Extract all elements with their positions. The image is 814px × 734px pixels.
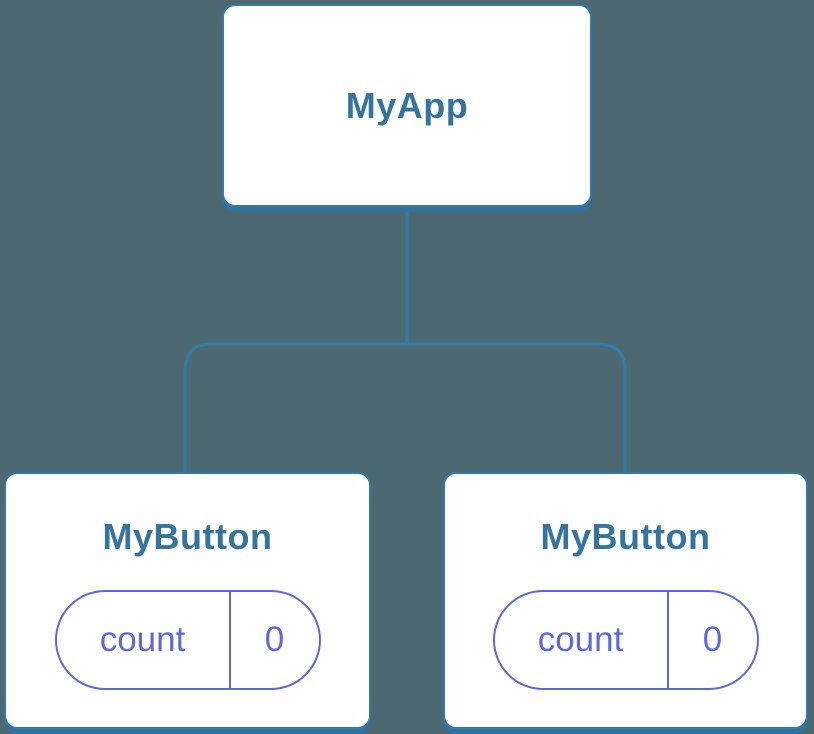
state-pill-left: count 0 (54, 590, 321, 691)
state-name-right: count (495, 592, 669, 689)
state-value-right: 0 (702, 620, 723, 660)
node-label-mybutton-left: MyButton (102, 516, 273, 557)
state-value-left: 0 (264, 620, 285, 660)
state-pill-right: count 0 (492, 590, 759, 691)
node-label-myapp: MyApp (345, 84, 469, 126)
tree-node-myapp: MyApp (222, 4, 592, 207)
state-name-left: count (57, 592, 231, 689)
tree-node-mybutton-left: MyButton count 0 (4, 472, 371, 729)
children-bracket-connector (183, 342, 627, 473)
node-label-mybutton-right: MyButton (540, 516, 711, 557)
tree-node-mybutton-right: MyButton count 0 (443, 472, 808, 729)
